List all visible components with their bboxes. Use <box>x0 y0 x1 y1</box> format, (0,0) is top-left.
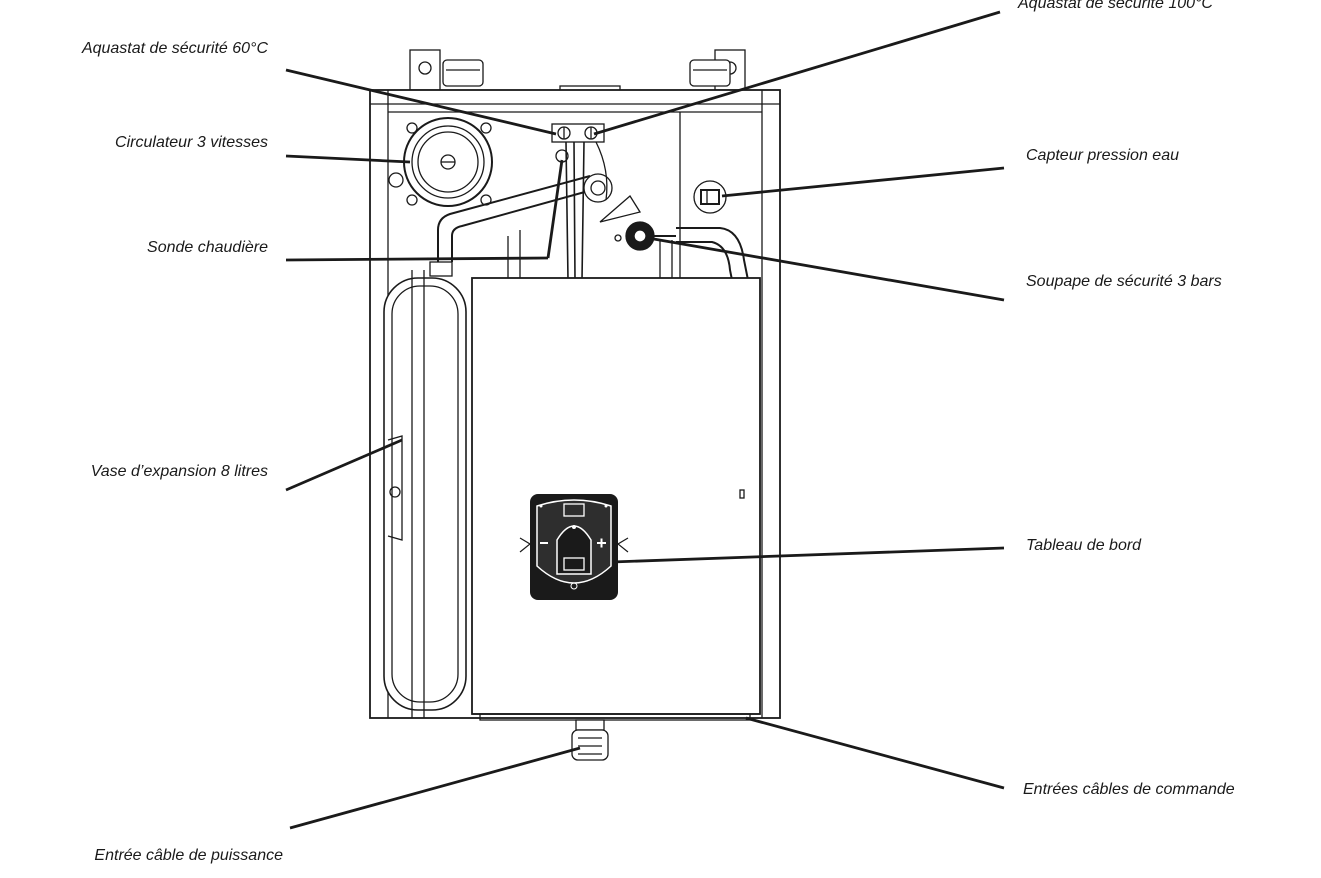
leader-cables-commande <box>745 716 1005 790</box>
label-capteur: Capteur pression eau <box>1026 147 1179 164</box>
leader-vase <box>285 438 403 492</box>
cable-glands <box>472 713 760 761</box>
mounting-bracket-right <box>689 49 746 91</box>
label-aquastat-60: Aquastat de sécurité 60°C <box>81 40 268 57</box>
pressure-sensor <box>693 180 727 214</box>
label-tableau: Tableau de bord <box>1026 537 1142 554</box>
leader-circulateur <box>285 154 411 164</box>
front-casing <box>471 277 761 715</box>
safety-valve <box>614 221 676 251</box>
leader-soupape <box>647 236 1005 302</box>
leader-sonde <box>285 256 549 262</box>
leader-lines <box>285 10 1005 830</box>
leader-tableau <box>611 546 1005 564</box>
control-panel <box>519 494 629 600</box>
label-vase: Vase d’expansion 8 litres <box>90 463 268 480</box>
label-circulateur: Circulateur 3 vitesses <box>115 134 268 151</box>
leader-aquastat-100 <box>593 10 1001 136</box>
leader-aquastat-60 <box>285 68 557 136</box>
label-aquastat-100: Aquastat de sécurité 100°C <box>1018 0 1213 12</box>
leader-sonde-tail <box>546 159 564 259</box>
label-cables-commande: Entrées câbles de commande <box>1023 781 1235 798</box>
leader-cable-puissance <box>289 746 581 830</box>
label-cable-puissance: Entrée câble de puissance <box>94 847 283 864</box>
label-sonde: Sonde chaudière <box>147 239 268 256</box>
leader-capteur <box>721 166 1005 198</box>
expansion-vessel <box>383 261 467 718</box>
mounting-bracket-left <box>409 49 484 91</box>
label-soupape: Soupape de sécurité 3 bars <box>1026 273 1222 290</box>
